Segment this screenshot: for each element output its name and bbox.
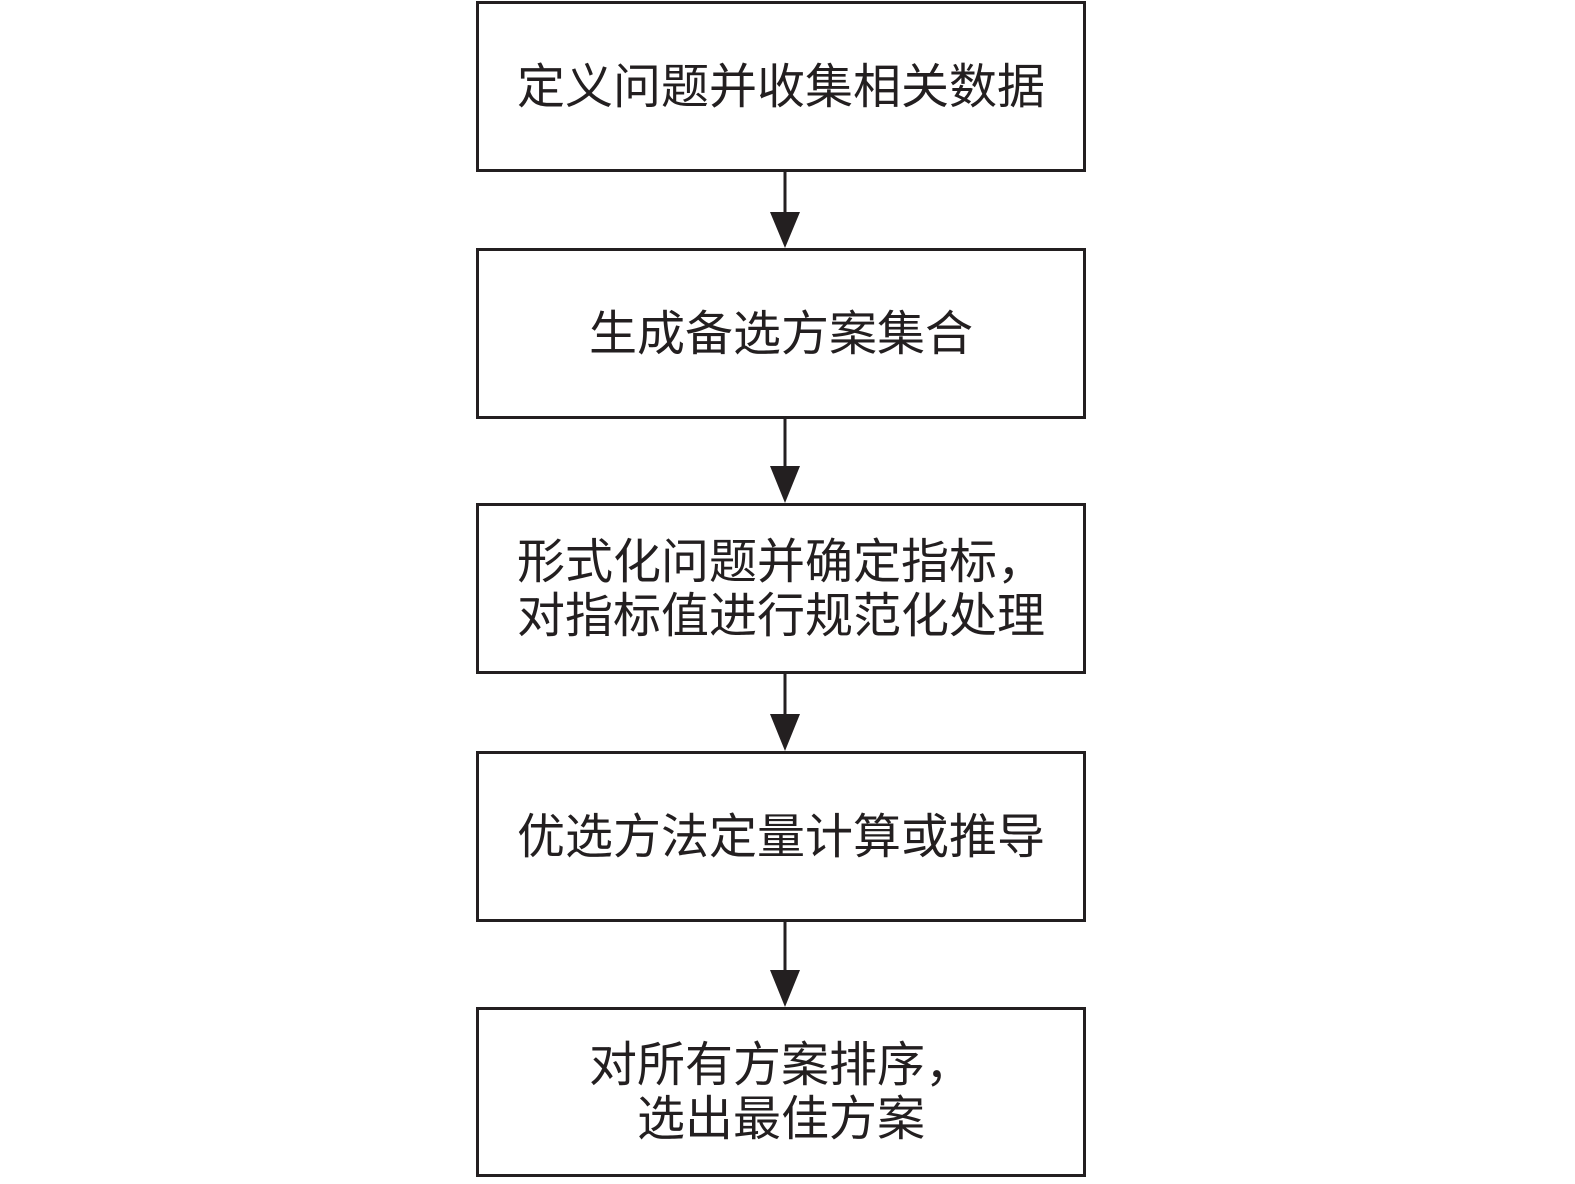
arrow-2-to-3 [770, 418, 800, 503]
step-define-problem: 定义问题并收集相关数据 [476, 1, 1086, 172]
step-generate-alternatives: 生成备选方案集合 [476, 248, 1086, 419]
step-rank-and-select: 对所有方案排序， 选出最佳方案 [476, 1007, 1086, 1177]
step-3-text-line-1: 形式化问题并确定指标， [516, 533, 1045, 590]
step-5-text-line-2: 选出最佳方案 [636, 1091, 925, 1147]
step-1-text: 定义问题并收集相关数据 [516, 58, 1045, 115]
arrow-4-to-5 [770, 920, 800, 1007]
step-3-text-line-2: 对指标值进行规范化处理 [516, 587, 1045, 644]
step-4-text: 优选方法定量计算或推导 [516, 808, 1045, 865]
step-quantitative-computation: 优选方法定量计算或推导 [476, 751, 1086, 922]
arrow-3-to-4 [770, 673, 800, 751]
step-5-text-line-1: 对所有方案排序， [588, 1037, 973, 1093]
step-2-text: 生成备选方案集合 [588, 305, 973, 362]
arrow-1-to-2 [770, 171, 800, 248]
step-formalize-and-normalize: 形式化问题并确定指标， 对指标值进行规范化处理 [476, 503, 1086, 674]
